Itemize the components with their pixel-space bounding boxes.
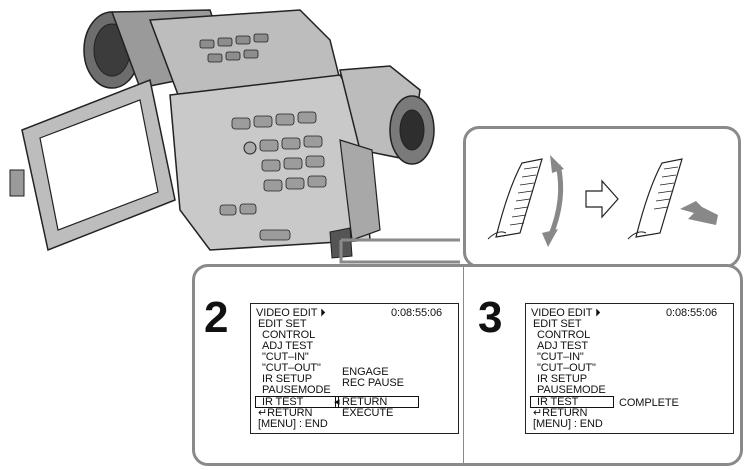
timecode: 0:08:55:06 xyxy=(666,307,717,319)
menu-footer: [MENU] : END xyxy=(533,418,603,430)
menu-item-return: ↵RETURN xyxy=(258,407,313,419)
leader-line xyxy=(339,240,460,264)
dial-rotation-diagram xyxy=(487,155,718,247)
option-return-selected: ◂RETURN xyxy=(334,396,419,408)
step-number: 3 xyxy=(478,293,503,342)
option-rec-pause: REC PAUSE xyxy=(342,377,404,389)
menu-header: VIDEO EDIT ⏵ xyxy=(531,307,601,319)
menu-item: ADJ TEST xyxy=(262,340,313,352)
menu-item: CONTROL xyxy=(537,329,591,341)
menu-footer: [MENU] : END xyxy=(258,418,328,430)
menu-item-return: ↵RETURN xyxy=(533,407,588,419)
menu-item: "CUT–OUT" xyxy=(537,362,596,374)
option-execute: EXECUTE xyxy=(342,407,394,419)
menu-item: CONTROL xyxy=(262,329,316,341)
rotate-arrow-icon xyxy=(547,164,564,238)
menu-item: EDIT SET xyxy=(533,318,582,330)
dial-left xyxy=(495,158,543,238)
lcd-screen xyxy=(39,99,159,231)
menu-item: "CUT–IN" xyxy=(262,351,309,363)
tape-icon: ⏵ xyxy=(592,307,601,319)
timecode: 0:08:55:06 xyxy=(391,307,442,319)
return-icon: ↵ xyxy=(533,407,543,419)
menu-item: "CUT–IN" xyxy=(537,351,584,363)
menu-item: IR SETUP xyxy=(537,373,587,385)
header-title: VIDEO EDIT xyxy=(256,307,318,319)
option-engage: ENGAGE xyxy=(342,366,389,378)
menu-screen-step2: VIDEO EDIT ⏵ 0:08:55:06 EDIT SET CONTROL… xyxy=(250,303,459,434)
menu-item: "CUT–OUT" xyxy=(262,362,321,374)
header-title: VIDEO EDIT xyxy=(531,307,593,319)
press-arrow-icon xyxy=(680,201,718,225)
status-complete: COMPLETE xyxy=(619,397,679,409)
return-icon: ↵ xyxy=(258,407,268,419)
menu-item: PAUSEMODE xyxy=(262,384,331,396)
dial-right xyxy=(635,158,683,238)
zoom-dial-panel xyxy=(463,126,741,268)
dial-icon xyxy=(243,141,257,155)
step-number: 2 xyxy=(204,293,229,342)
menu-item: PAUSEMODE xyxy=(537,384,606,396)
menu-item: EDIT SET xyxy=(258,318,307,330)
menu-item: IR SETUP xyxy=(262,373,312,385)
menu-header: VIDEO EDIT ⏵ xyxy=(256,307,326,319)
tape-icon: ⏵ xyxy=(317,307,326,319)
menu-item: ADJ TEST xyxy=(537,340,588,352)
menu-item-selected: IR TEST xyxy=(255,396,339,408)
steps-divider xyxy=(463,266,464,464)
menu-item-selected: IR TEST xyxy=(530,396,614,408)
pointer-icon: ◂ xyxy=(334,396,340,408)
menu-screen-step3: VIDEO EDIT ⏵ 0:08:55:06 EDIT SET CONTROL… xyxy=(525,303,734,434)
camcorder-illustration xyxy=(9,9,460,264)
next-arrow-icon xyxy=(585,179,619,219)
